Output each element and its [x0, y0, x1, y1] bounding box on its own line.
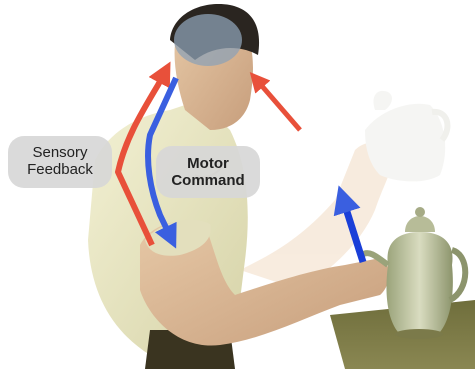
- motor-label-line-2: Command: [156, 172, 260, 189]
- sensory-label-line-2: Feedback: [8, 161, 112, 178]
- sensory-feedback-label: Sensory Feedback: [8, 136, 112, 188]
- brain-overlay: [174, 14, 242, 66]
- motor-command-label: Motor Command: [156, 146, 260, 198]
- visual-feedback-arrow: [255, 78, 300, 130]
- motor-label-line-1: Motor: [156, 155, 260, 172]
- sensory-label-line-1: Sensory: [8, 144, 112, 161]
